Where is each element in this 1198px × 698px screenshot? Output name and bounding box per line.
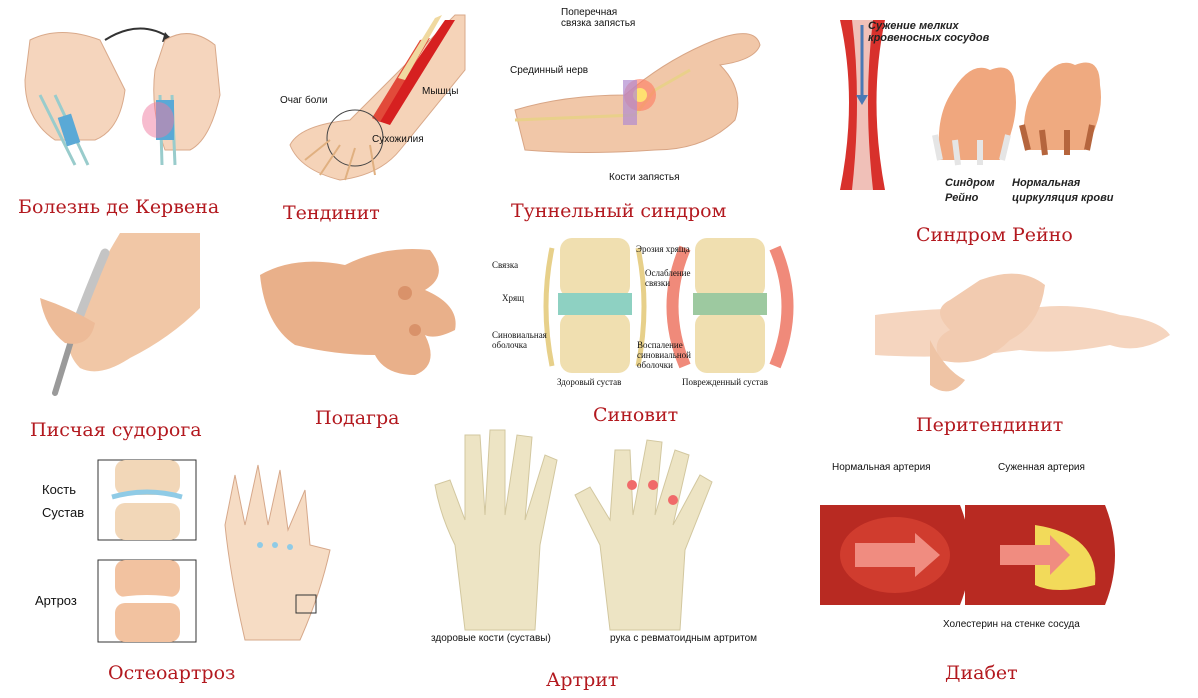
label-syndrome-line1: Синдром <box>945 177 995 189</box>
caption-diabetes: Диабет <box>945 662 1018 684</box>
label-narrowed-artery: Суженная артерия <box>998 462 1085 473</box>
tunnel-illustration <box>514 33 761 153</box>
caption-tendinitis: Тендинит <box>283 202 380 224</box>
caption-gout: Подагра <box>315 407 400 429</box>
label-cholesterol: Холестерин на стенке сосуда <box>943 619 1080 630</box>
panel-writers-cramp: Писчая судорога <box>0 228 230 443</box>
label-cartilage: Хрящ <box>502 293 525 303</box>
label-erosion: Эрозия хряща <box>636 244 690 254</box>
panel-gout: Подагра <box>255 235 470 435</box>
raynaud-illustration <box>840 20 1101 190</box>
gout-illustration <box>260 249 456 375</box>
caption-synovitis: Синовит <box>593 404 679 426</box>
label-healthy-bones: здоровые кости (суставы) <box>431 633 551 644</box>
label-inflammation-line1: Воспаление <box>637 340 683 350</box>
label-joint: Сустав <box>42 505 85 520</box>
label-pain-focus: Очаг боли <box>280 95 328 106</box>
diabetes-illustration <box>820 505 1115 605</box>
label-ligament: Связка <box>492 260 519 270</box>
label-narrowing-line2: кровеносных сосудов <box>868 32 990 44</box>
label-ra-hand: рука с ревматоидным артритом <box>610 633 758 644</box>
caption-raynaud: Синдром Рейно <box>916 224 1073 246</box>
label-syndrome-line2: Рейно <box>945 192 979 204</box>
caption-peritendinitis: Перитендинит <box>916 414 1064 436</box>
label-inflammation-line2: синовиальной <box>637 350 691 360</box>
writers-cramp-illustration <box>40 233 200 396</box>
label-damaged-joint: Поврежденный сустав <box>682 377 768 387</box>
label-arthrosis: Артроз <box>35 593 77 608</box>
panel-tendinitis: Очаг боли Мышцы Сухожилия Тендинит <box>270 10 470 230</box>
osteoarthrosis-illustration <box>97 459 331 643</box>
label-normal-artery: Нормальная артерия <box>832 462 931 473</box>
label-weakening-line1: Ослабление <box>645 268 691 278</box>
label-inflammation-line3: оболочки <box>637 360 673 370</box>
panel-osteoarthrosis: Кость Сустав Артроз Остеоартроз <box>30 455 360 695</box>
synovitis-illustration <box>543 238 794 373</box>
caption-tunnel: Туннельный синдром <box>511 200 727 222</box>
label-muscles: Мышцы <box>422 86 459 97</box>
label-ligament-line1: Поперечная <box>561 7 618 18</box>
panel-raynaud: Сужение мелких кровеносных сосудов Синдр… <box>830 0 1150 250</box>
label-wrist-bones: Кости запястья <box>609 172 680 183</box>
caption-de-quervain: Болезнь де Кервена <box>18 196 220 218</box>
panel-arthritis: здоровые кости (суставы) рука с ревматои… <box>425 425 765 695</box>
label-weakening-line2: связки <box>645 278 671 288</box>
panel-peritendinitis: Перитендинит <box>870 260 1180 440</box>
label-narrowing-line1: Сужение мелких <box>868 20 959 32</box>
label-normal-line2: циркуляция крови <box>1012 192 1114 204</box>
arthritis-illustration <box>434 429 713 631</box>
tendinitis-illustration <box>289 14 466 181</box>
panel-tunnel-syndrome: Поперечная связка запястья Срединный нер… <box>505 0 775 230</box>
label-median-nerve: Срединный нерв <box>510 65 589 76</box>
label-healthy-joint: Здоровый сустав <box>557 377 622 387</box>
label-membrane-line1: Синовиальная <box>492 330 547 340</box>
label-normal-line1: Нормальная <box>1012 177 1081 189</box>
label-tendons: Сухожилия <box>372 134 424 145</box>
label-ligament-line2: связка запястья <box>561 18 636 29</box>
label-membrane-line2: оболочка <box>492 340 527 350</box>
panel-diabetes: Нормальная артерия Суженная артерия Холе… <box>815 455 1145 695</box>
caption-writers-cramp: Писчая судорога <box>30 419 202 441</box>
caption-arthritis: Артрит <box>546 669 619 691</box>
caption-osteoarthrosis: Остеоартроз <box>108 662 236 684</box>
peritendinitis-illustration <box>875 273 1170 392</box>
de-quervain-illustration <box>24 27 221 166</box>
panel-de-quervain: Болезнь де Кервена <box>0 0 250 230</box>
label-bone: Кость <box>42 482 77 497</box>
panel-synovitis: Связка Хрящ Синовиальная оболочка Эрозия… <box>490 238 800 433</box>
